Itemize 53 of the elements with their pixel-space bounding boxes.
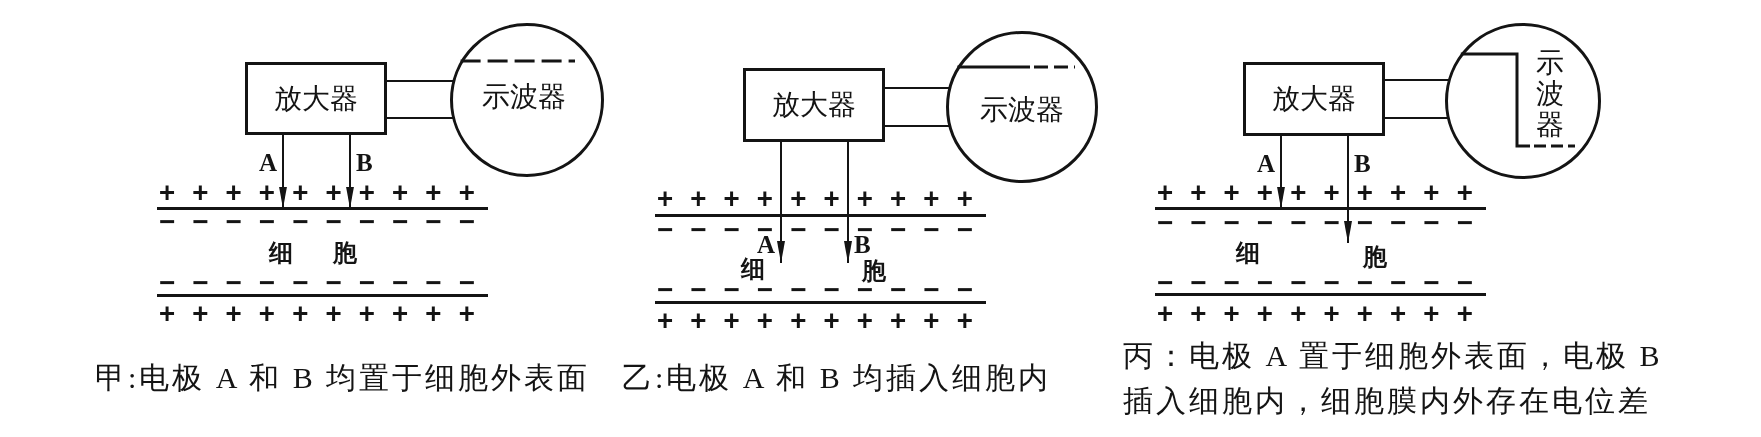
electrode-arrow	[777, 141, 785, 264]
charge-signs: + + + + + + + + + +	[159, 306, 476, 320]
wire-line	[1384, 117, 1449, 119]
charge-signs: − − − − − − − − − −	[159, 275, 476, 289]
figure-caption: 甲:电极 A 和 B 均置于细胞外表面	[95, 359, 591, 396]
amplifier-box	[1243, 62, 1385, 136]
charge-signs: + + + + + + + + + +	[657, 191, 974, 205]
electrode-arrow	[1277, 135, 1285, 210]
cell-membrane-band	[1155, 207, 1486, 296]
wire-line	[386, 117, 455, 119]
amplifier-box	[743, 68, 885, 142]
oscilloscope-circle	[450, 23, 604, 177]
cell-membrane-band	[655, 214, 986, 304]
electrode-arrow	[279, 134, 287, 210]
amplifier-box	[245, 62, 387, 135]
wire-line	[884, 125, 951, 127]
node-label: 胞	[1363, 245, 1387, 269]
wire-line	[386, 80, 455, 82]
electrode-arrow	[844, 141, 852, 264]
charge-signs: + + + + + + + + + +	[1157, 306, 1474, 320]
edge-label: A	[756, 236, 775, 254]
node-label: 放大器	[274, 84, 358, 113]
charge-signs: + + + + + + + + + +	[159, 185, 476, 199]
oscilloscope-circle	[1445, 23, 1601, 179]
edge-label: A	[258, 154, 277, 172]
charge-signs: − − − − − − − − − −	[159, 214, 476, 228]
wire-line	[1384, 79, 1450, 81]
electrode-arrow	[346, 134, 354, 210]
figure-caption: 乙:电极 A 和 B 均插入细胞内	[622, 359, 1052, 396]
node-label: 示波器	[482, 83, 566, 111]
node-label: 细	[741, 257, 765, 281]
node-label: 细 胞	[269, 241, 357, 265]
node-label: 放大器	[772, 91, 856, 119]
cell-membrane-band	[157, 207, 488, 297]
charge-signs: − − − − − − − − − −	[657, 282, 974, 296]
edge-label: B	[1354, 155, 1371, 173]
charge-signs: + + + + + + + + + +	[657, 313, 974, 327]
charge-signs: − − − − − − − − − −	[1157, 215, 1474, 229]
node-label: 示波器	[1536, 47, 1564, 141]
wire-line	[884, 87, 951, 89]
figure-caption: 丙：电极 A 置于细胞外表面，电极 B 插入细胞内，细胞膜内外存在电位差	[1123, 337, 1664, 419]
electrode-arrow	[1344, 135, 1352, 244]
edge-label: A	[1256, 155, 1275, 173]
charge-signs: + + + + + + + + + +	[1157, 185, 1474, 199]
oscilloscope-circle	[946, 31, 1098, 183]
node-label: 示波器	[980, 96, 1064, 124]
node-label: 胞	[862, 259, 886, 283]
edge-label: B	[356, 154, 373, 172]
edge-label: B	[854, 236, 871, 254]
charge-signs: − − − − − − − − − −	[1157, 275, 1474, 289]
node-label: 放大器	[1272, 85, 1356, 113]
charge-signs: − − − − − − − − − −	[657, 222, 974, 236]
node-label: 细	[1236, 241, 1260, 265]
